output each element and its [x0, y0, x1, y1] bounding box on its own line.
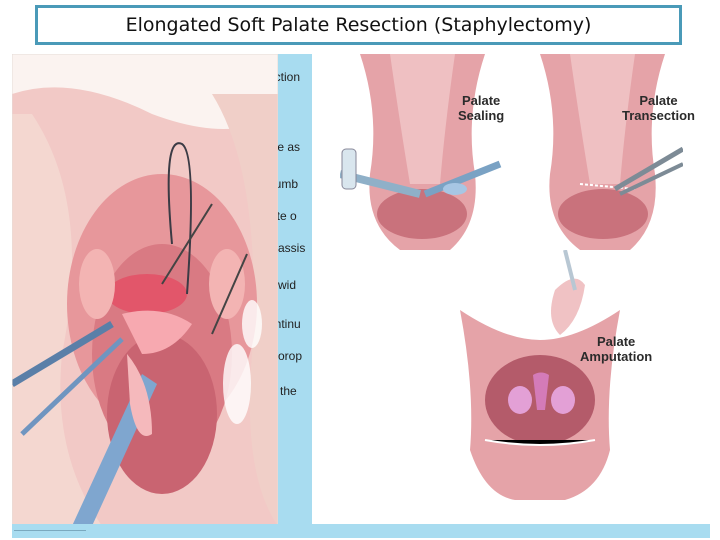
- palate-transection-image: [525, 54, 683, 250]
- slide-title: Elongated Soft Palate Resection (Staphyl…: [35, 5, 682, 45]
- footer-bar: [12, 524, 710, 538]
- surgical-illustration-icon: [12, 54, 278, 526]
- label-line: Palate: [639, 93, 678, 108]
- palate-transection-label: Palate Transection: [622, 93, 695, 123]
- palate-sealing-label: Palate Sealing: [458, 93, 504, 123]
- label-line: Transection: [622, 108, 695, 123]
- slide-title-text: Elongated Soft Palate Resection (Staphyl…: [125, 14, 592, 36]
- label-line: Amputation: [580, 349, 653, 364]
- palate-amputation-image: [455, 250, 625, 500]
- palate-sealing-image: [340, 54, 505, 250]
- footer-rule: [14, 530, 86, 531]
- label-line: Palate: [596, 334, 636, 349]
- accent-strip: [278, 54, 312, 526]
- palate-amputation-label: Palate Amputation: [580, 334, 652, 364]
- label-line: Sealing: [458, 108, 505, 123]
- label-line: Palate: [461, 93, 501, 108]
